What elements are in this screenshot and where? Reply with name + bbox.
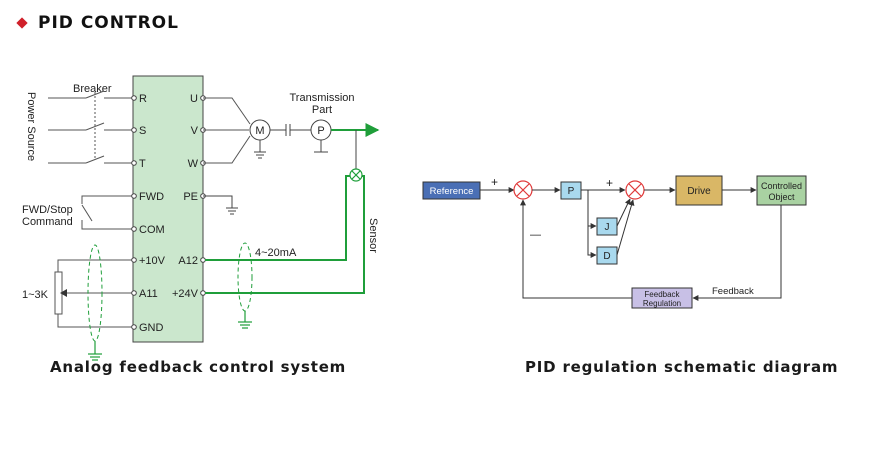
terminal-a12: A12 [178,255,198,267]
minus-sign: — [530,229,541,241]
fwd-stop-label-line1: FWD/Stop [22,204,73,216]
breaker-label: Breaker [73,83,112,95]
signal-wires [205,175,365,294]
terminal-a11: A11 [139,288,158,300]
fwd-stop-label-line2: Command [22,216,73,228]
pid-caption: PID regulation schematic diagram [525,358,839,376]
pid-diagram: Reference + P + J D [422,175,807,309]
terminal-com: COM [139,224,165,236]
analog-caption: Analog feedback control system [50,358,347,376]
terminal-u: U [190,93,198,105]
pump-icon: P [310,119,332,153]
fwd-stop-wiring [81,195,134,230]
terminal-pe: PE [183,191,198,203]
pe-ground-icon [203,195,238,215]
left-terminals: R S T FWD COM +10V A11 GND [131,93,166,334]
terminal-t: T [139,158,146,170]
transmission-label-line1: Transmission [290,92,355,104]
pump-label: P [317,125,324,137]
terminal-24v: +24V [172,288,199,300]
page-header: PID CONTROL [16,10,179,36]
motor-ground-icon [254,140,266,159]
analog-feedback-diagram: Power Source Breaker FWD/Stop Command [22,75,380,361]
terminal-s: S [139,125,146,137]
motor-wiring [203,97,251,164]
page-title: PID CONTROL [38,13,179,33]
ground-left-icon [88,341,102,361]
terminal-10v: +10V [139,255,166,267]
inverter-panel [132,75,204,343]
power-lines [48,90,134,164]
summer-2-icon [625,180,645,200]
transmission-label-line2: Part [312,104,332,116]
feedback-reg-line2: Regulation [643,299,681,308]
j-box [596,217,618,236]
coupling-icon [270,124,311,136]
drive-box [675,175,723,206]
power-source-label: Power Source [25,92,37,161]
motor-icon: M [249,119,271,141]
terminal-w: W [188,158,199,170]
p-label: P [568,186,575,197]
feedback-label: Feedback [712,286,754,297]
terminal-fwd: FWD [139,191,164,203]
terminal-gnd: GND [139,322,164,334]
plus-sign-2: + [606,176,613,190]
terminal-v: V [191,125,199,137]
terminal-r: R [139,93,147,105]
motor-label: M [255,125,264,137]
pot-range-label: 1~3K [22,289,49,301]
summer-1-icon [513,180,533,200]
sensor-icon [349,168,363,182]
right-terminals: U V W PE A12 +24V [172,93,206,300]
controlled-object-box [756,175,807,206]
current-signal-label: 4~20mA [255,247,297,259]
controlled-label-line1: Controlled [761,181,802,191]
drive-label: Drive [687,186,711,197]
reference-label: Reference [430,186,474,197]
feedback-return-path [520,199,632,299]
ground-right-icon [238,311,252,329]
pot-wiper-arrow-icon [60,289,67,297]
d-box [596,246,618,265]
d-label: D [603,251,610,262]
feedback-reg-line1: Feedback [644,290,680,299]
sensor-label: Sensor [367,218,379,253]
feedback-path [692,205,782,301]
j-label: J [605,222,610,233]
controlled-label-line2: Object [768,192,795,202]
plus-sign-1: + [491,175,498,189]
shield-right [237,242,253,312]
